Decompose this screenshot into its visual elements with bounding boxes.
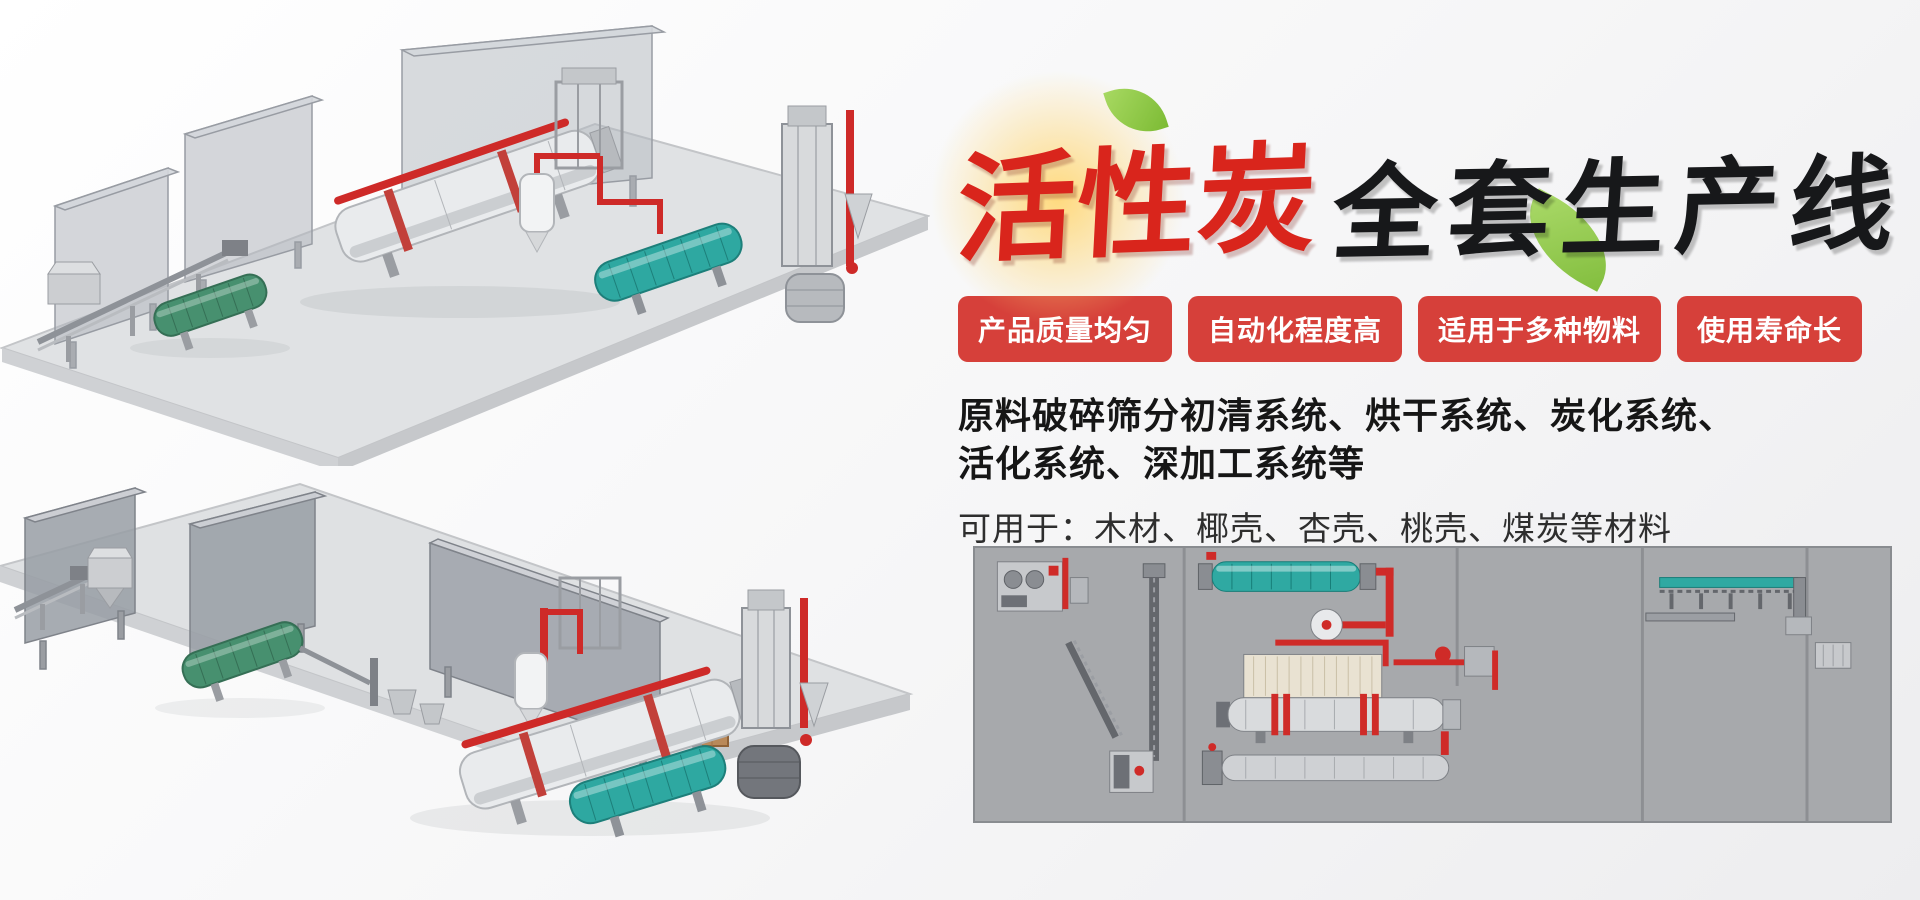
- infeed-conveyor: [36, 240, 248, 362]
- cyclone-tank: [519, 153, 600, 254]
- cooling-drum: [594, 222, 743, 315]
- title-black-text: 全套生产线: [1328, 147, 1908, 273]
- cyclone-tank: [514, 608, 583, 729]
- systems-line-1: 原料破碎筛分初清系统、烘干系统、炭化系统、: [958, 395, 1736, 436]
- transfer-conveyor: [298, 645, 445, 725]
- crusher-unit: [996, 557, 1089, 612]
- rotary-dryer-topview: [1197, 551, 1394, 637]
- plant-layout-diagram: [973, 546, 1892, 823]
- pipe-manifold: [1393, 646, 1499, 690]
- feature-badge: 适用于多种物料: [1418, 296, 1662, 362]
- inclined-conveyor: [1065, 639, 1123, 739]
- activation-rotary-furnace: [458, 666, 763, 825]
- screening-drum: [153, 273, 268, 351]
- feed-hopper: [47, 261, 101, 305]
- feature-badge: 自动化程度高: [1188, 296, 1403, 362]
- promo-content: 活性炭全套生产线 产品质量均匀 自动化程度高 适用于多种物料 使用寿命长 原料破…: [913, 53, 1908, 550]
- systems-line-2: 活化系统、深加工系统等: [958, 442, 1366, 484]
- floor-slab: [0, 122, 930, 466]
- production-line-illustration-top: [0, 25, 930, 466]
- layout-walls: [1182, 548, 1809, 821]
- cooling-cylinder-topview: [1201, 743, 1450, 786]
- carbonization-tower: [737, 589, 829, 799]
- plant-layout-svg: [979, 548, 1886, 821]
- screening-drum: [181, 621, 304, 702]
- crusher-hopper: [70, 547, 133, 609]
- production-line-illustration-bottom: [0, 482, 914, 838]
- materials-line: 可用于：木材、椰壳、杏壳、桃壳、煤炭等材料: [958, 509, 1672, 547]
- red-pipe: [597, 156, 663, 234]
- cooling-drum: [568, 745, 727, 838]
- carbonization-tower: [781, 105, 873, 323]
- carbonization-furnace-topview: [1216, 693, 1462, 755]
- main-title: 活性炭全套生产线: [913, 53, 1908, 343]
- packing-conveyor: [1645, 577, 1852, 669]
- control-cabinet: [1109, 750, 1154, 793]
- feature-badge: 使用寿命长: [1677, 296, 1863, 362]
- cyclone-topview: [1275, 608, 1389, 667]
- systems-description: 原料破碎筛分初清系统、烘干系统、炭化系统、 活化系统、深加工系统等 可用于：木材…: [958, 392, 1908, 550]
- bucket-elevator: [1142, 563, 1166, 761]
- heat-exchanger: [1243, 653, 1383, 699]
